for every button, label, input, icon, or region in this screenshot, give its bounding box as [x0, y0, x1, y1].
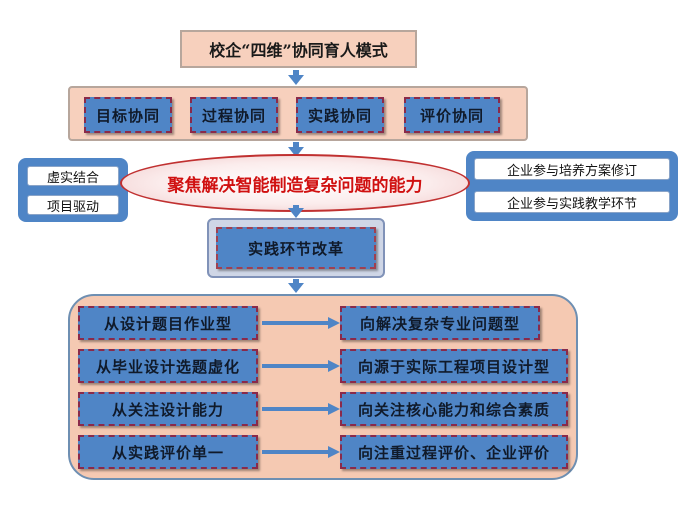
- title-box: 校企“四维”协同育人模式: [180, 30, 417, 68]
- reform-box: 实践环节改革: [216, 227, 376, 269]
- transition-to-2: 向源于实际工程项目设计型: [340, 349, 568, 383]
- transition-to-1: 向解决复杂专业问题型: [340, 306, 540, 340]
- arrow-stem-1: [293, 70, 299, 76]
- arrow-down-4: [288, 283, 304, 293]
- transition-to-3: 向关注核心能力和综合素质: [340, 392, 568, 426]
- transition-to-4: 向注重过程评价、企业评价: [340, 435, 568, 469]
- transition-arrow-3: [262, 403, 340, 415]
- transition-from-2: 从毕业设计选题虚化: [78, 349, 258, 383]
- transition-from-4: 从实践评价单一: [78, 435, 258, 469]
- dimension-box-3: 实践协同: [296, 97, 384, 133]
- transition-from-3: 从关注设计能力: [78, 392, 258, 426]
- left-item-2: 项目驱动: [27, 195, 119, 215]
- transition-arrow-4: [262, 446, 340, 458]
- arrow-stem-4: [293, 279, 299, 284]
- title-text: 校企“四维”协同育人模式: [209, 41, 388, 60]
- right-item-1: 企业参与培养方案修订: [474, 158, 670, 180]
- transition-arrow-2: [262, 360, 340, 372]
- arrow-stem-3: [293, 205, 299, 210]
- arrow-stem-2: [293, 142, 299, 148]
- dimension-box-2: 过程协同: [190, 97, 278, 133]
- focus-ellipse: 聚焦解决智能制造复杂问题的能力: [120, 154, 470, 212]
- focus-text: 聚焦解决智能制造复杂问题的能力: [167, 175, 423, 196]
- arrow-down-1: [288, 75, 304, 85]
- transition-from-1: 从设计题目作业型: [78, 306, 258, 340]
- dimension-box-4: 评价协同: [404, 97, 500, 133]
- arrow-down-2: [288, 147, 304, 157]
- right-item-2: 企业参与实践教学环节: [474, 191, 670, 213]
- arrow-down-3: [288, 208, 304, 218]
- dimension-box-1: 目标协同: [84, 97, 172, 133]
- transition-arrow-1: [262, 317, 340, 329]
- left-item-1: 虚实结合: [27, 166, 119, 186]
